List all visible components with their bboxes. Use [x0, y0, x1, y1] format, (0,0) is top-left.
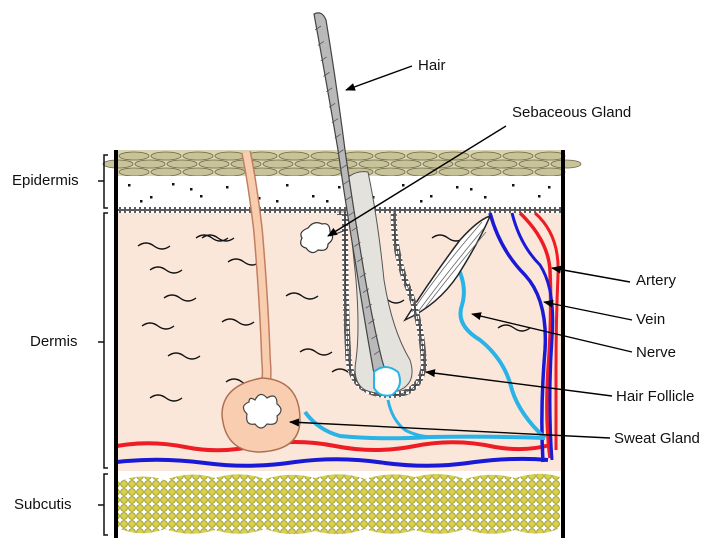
granule-dot: [338, 186, 341, 189]
right-border: [561, 150, 565, 538]
granule-dot: [140, 200, 143, 203]
label-sebaceous-gland: Sebaceous Gland: [512, 104, 631, 121]
epidermis-cell: [439, 168, 469, 176]
epidermis-cell: [391, 160, 421, 168]
epidermis-cell: [119, 152, 149, 160]
epidermis-cell: [167, 160, 197, 168]
epidermis-cell: [519, 160, 549, 168]
epidermis-cell: [199, 160, 229, 168]
label-subcutis: Subcutis: [14, 496, 72, 513]
epidermis-cell: [487, 160, 517, 168]
epidermis-cell: [215, 168, 245, 176]
label-artery: Artery: [636, 272, 676, 289]
label-nerve: Nerve: [636, 344, 676, 361]
label-dermis: Dermis: [30, 333, 78, 350]
label-vein: Vein: [636, 311, 665, 328]
epidermis-cell: [359, 160, 389, 168]
granule-dot: [128, 184, 131, 187]
granule-dot: [470, 188, 473, 191]
epidermis-cell: [151, 168, 181, 176]
epidermis-cell: [119, 168, 149, 176]
left-border: [114, 150, 118, 538]
epidermis-cell: [151, 152, 181, 160]
epidermis-cell: [471, 152, 501, 160]
epidermis-cell: [551, 160, 581, 168]
label-epidermis: Epidermis: [12, 172, 79, 189]
hair-arrow: [346, 66, 412, 90]
epidermis-cell: [455, 160, 485, 168]
granule-dot: [548, 186, 551, 189]
epidermis-cell: [263, 160, 293, 168]
granule-dot: [226, 186, 229, 189]
epidermis-cell: [375, 152, 405, 160]
epidermis-cell: [279, 152, 309, 160]
epidermis-cell: [311, 152, 341, 160]
epidermis-cell: [135, 160, 165, 168]
label-hair-follicle: Hair Follicle: [616, 388, 694, 405]
granule-dot: [538, 195, 541, 198]
epidermis-cell: [471, 168, 501, 176]
label-sweat-gland: Sweat Gland: [614, 430, 700, 447]
epidermis-cell: [183, 168, 213, 176]
epidermis-cell: [535, 152, 565, 160]
epidermis-cell: [343, 152, 373, 160]
granule-dot: [172, 183, 175, 186]
epidermis-cell: [503, 168, 533, 176]
epidermis-cell: [535, 168, 565, 176]
hair-bulb: [374, 367, 400, 396]
granule-dot: [484, 196, 487, 199]
epidermis-cell: [375, 168, 405, 176]
layer-brackets: [98, 155, 108, 535]
granule-dot: [420, 200, 423, 203]
granule-dot: [456, 186, 459, 189]
granule-dot: [430, 195, 433, 198]
granule-dot: [190, 188, 193, 191]
granule-dot: [312, 195, 315, 198]
epidermis-cell: [503, 152, 533, 160]
label-hair: Hair: [418, 57, 446, 74]
granule-dot: [286, 184, 289, 187]
granule-dot: [326, 200, 329, 203]
epidermis-cell: [183, 152, 213, 160]
epidermis-cell: [279, 168, 309, 176]
fat-tissue: [118, 474, 560, 534]
granule-dot: [512, 184, 515, 187]
granule-dot: [150, 196, 153, 199]
granule-dot: [402, 184, 405, 187]
granule-dot: [200, 195, 203, 198]
epidermis-cell: [295, 160, 325, 168]
epidermis-cell: [311, 168, 341, 176]
granule-dot: [276, 200, 279, 203]
epidermis-cell: [215, 152, 245, 160]
epidermis-cell: [407, 152, 437, 160]
